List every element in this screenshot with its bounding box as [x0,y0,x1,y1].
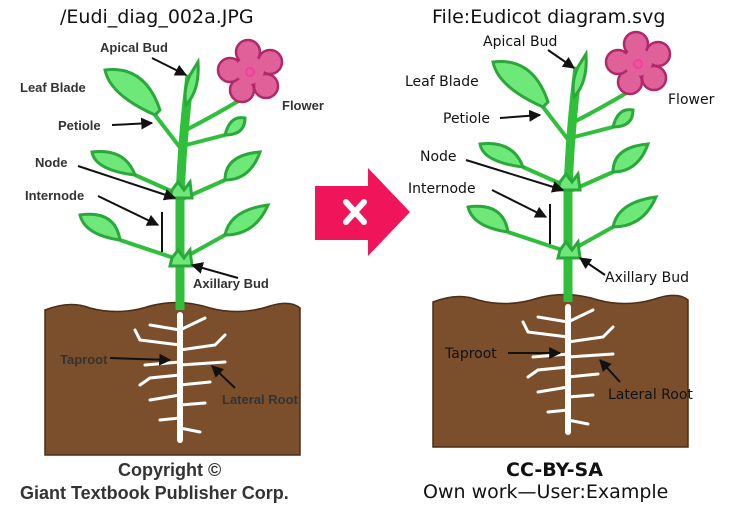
right-label-taproot: Taproot [444,346,497,362]
right-label-leaf-blade: Leaf Blade [405,74,479,90]
left-label-axillary-bud: Axillary Bud [193,276,269,291]
right-label-node: Node [420,149,457,165]
right-caption-attribution: Own work—User:Example [423,481,669,503]
left-label-taproot: Taproot [60,352,108,367]
left-label-apical-bud: Apical Bud [100,40,168,55]
left-label-internode: Internode [25,188,84,203]
left-label-node: Node [35,155,68,170]
right-label-apical-bud: Apical Bud [483,34,557,50]
right-plant-illustration: Apical Bud Leaf Blade Flower Petiole Nod… [405,32,715,447]
right-label-lateral-root: Lateral Root [608,387,693,403]
right-caption-license: CC-BY-SA [506,459,603,481]
right-image-title: File:Eudicot diagram.svg [432,6,666,28]
right-label-internode: Internode [408,181,476,197]
left-caption-publisher: Giant Textbook Publisher Corp. [20,483,289,503]
left-label-leaf-blade: Leaf Blade [20,80,86,95]
x-mark-icon [343,199,367,225]
not-equal-arrow [315,168,410,256]
left-image-title: /Eudi_diag_002a.JPG [60,6,254,28]
right-label-flower: Flower [668,92,715,108]
right-label-axillary-bud: Axillary Bud [605,270,689,286]
left-label-petiole: Petiole [58,118,101,133]
left-label-flower: Flower [282,98,324,113]
left-caption-copyright: Copyright © [118,460,222,480]
left-label-lateral-root: Lateral Root [222,392,299,407]
left-plant-illustration: Apical Bud Leaf Blade Flower Petiole Nod… [20,40,324,455]
right-label-petiole: Petiole [443,111,490,127]
